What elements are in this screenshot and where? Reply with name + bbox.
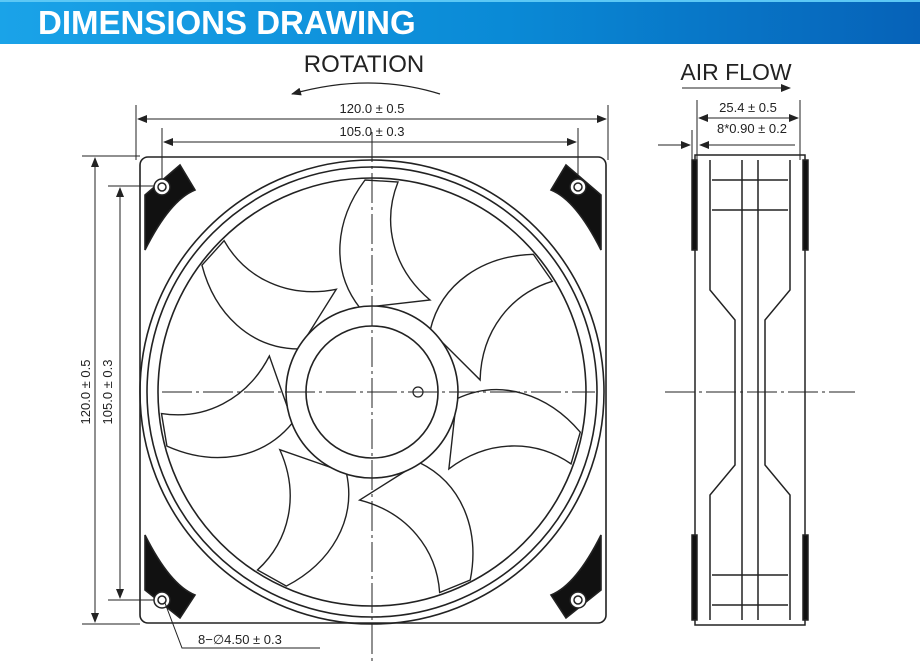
airflow-label: AIR FLOW bbox=[680, 59, 791, 85]
section-header: DIMENSIONS DRAWING bbox=[0, 0, 920, 44]
mount-holes-label: 8−∅4.50 ± 0.3 bbox=[198, 632, 282, 647]
fan-side-view bbox=[691, 154, 809, 626]
corner-pad bbox=[144, 534, 197, 620]
corner-pad bbox=[144, 163, 197, 251]
rotation-arrow-icon bbox=[291, 82, 441, 96]
fan-front-view bbox=[139, 156, 607, 625]
section-title: DIMENSIONS DRAWING bbox=[38, 4, 416, 41]
thickness-label: 25.4 ± 0.5 bbox=[719, 100, 777, 115]
flange-thickness-label: 8*0.90 ± 0.2 bbox=[717, 121, 787, 136]
hole-width-label: 105.0 ± 0.3 bbox=[340, 124, 405, 139]
corner-pad bbox=[549, 534, 602, 620]
overall-height-label: 120.0 ± 0.5 bbox=[78, 360, 93, 425]
overall-width-label: 120.0 ± 0.5 bbox=[340, 101, 405, 116]
hole-height-label: 105.0 ± 0.3 bbox=[100, 360, 115, 425]
rotation-label: ROTATION bbox=[304, 51, 424, 78]
hole-callout-leader bbox=[164, 602, 320, 649]
mount-holes bbox=[153, 178, 587, 609]
corner-pad bbox=[549, 163, 602, 251]
